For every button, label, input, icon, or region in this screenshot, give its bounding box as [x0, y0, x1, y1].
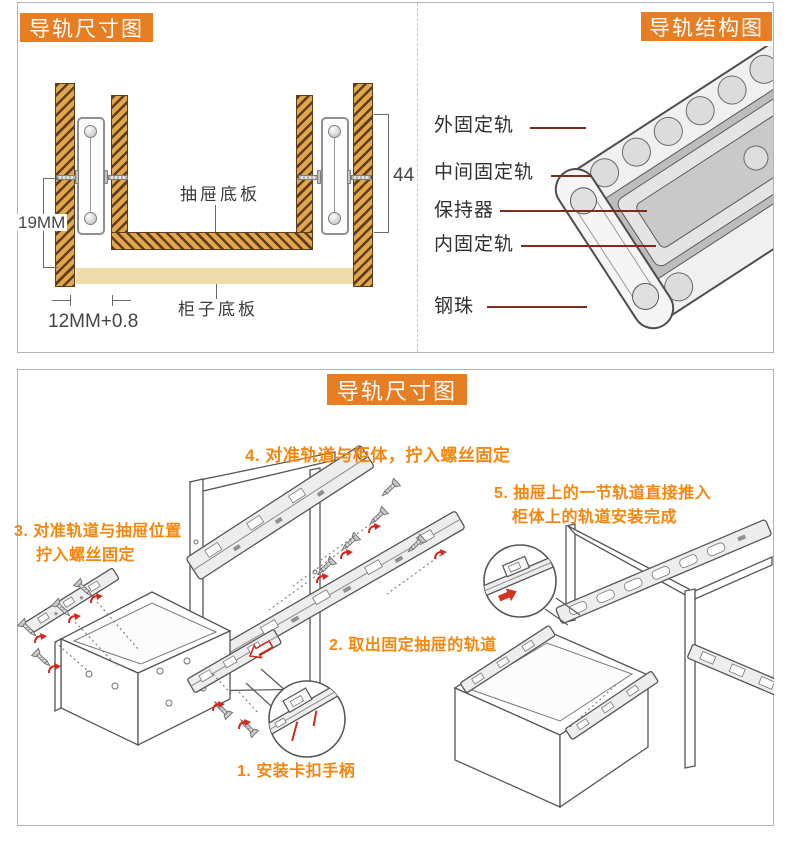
ball-left-top — [84, 125, 97, 138]
leader-middle-rail — [551, 175, 592, 177]
step-3-line1: 3. 对准轨道与抽屉位置 — [14, 523, 182, 540]
dim-line-44 — [388, 114, 389, 233]
screw-shaft — [56, 175, 76, 180]
dim-tick — [52, 300, 71, 301]
leader-retainer — [500, 210, 647, 212]
badge-structure-diagram: 导轨结构图 — [641, 12, 772, 41]
panel-divider — [417, 3, 418, 352]
slide-profile-line-right — [334, 128, 335, 224]
magnifier-clip-handle — [245, 668, 346, 758]
installation-illustration — [17, 445, 774, 809]
leader-outer-rail — [530, 127, 586, 129]
drawer-side-right — [296, 95, 313, 250]
dim-tick — [374, 114, 389, 115]
screw-head — [75, 170, 79, 184]
screw-shaft — [351, 175, 371, 180]
step-5-line1: 5. 抽屉上的一节轨道直接推入 — [494, 485, 712, 502]
rail-cabinet-right — [555, 519, 772, 624]
rail-structure-3d — [554, 46, 773, 330]
label-ball: 钢珠 — [433, 296, 476, 317]
leader-inner-rail — [521, 245, 656, 247]
dim-tick — [43, 178, 58, 179]
step-3-line2: 拧入螺丝固定 — [36, 547, 136, 564]
drawer-box-right — [453, 629, 650, 809]
step-4-text: 4. 对准轨道与柜体，拧入螺丝固定 — [245, 446, 511, 465]
cabinet-side-right — [353, 83, 373, 287]
screw-head — [104, 170, 108, 184]
rail-floating-left — [24, 567, 120, 634]
rail-far-right — [687, 643, 774, 700]
cabinet-side-left — [55, 83, 75, 287]
dim-tick — [112, 295, 113, 306]
dim-44: 44 — [391, 165, 417, 186]
pointer-line — [216, 284, 217, 299]
step-5-text: 5. 抽屉上的一节轨道直接推入 柜体上的轨道安装完成 — [494, 482, 711, 530]
drawer-box-left — [54, 591, 232, 747]
dim-19mm: 19MM — [16, 213, 68, 232]
rail-on-drawer-left — [460, 625, 556, 693]
rail-cabinet-left — [186, 445, 374, 580]
step-1-text: 1. 安装卡扣手柄 — [237, 763, 356, 780]
label-retainer: 保持器 — [433, 200, 496, 221]
cabinet-bottom-board — [76, 268, 372, 284]
step-2-text: 2. 取出固定抽屉的轨道 — [329, 637, 497, 654]
step-3-text: 3. 对准轨道与抽屉位置 拧入螺丝固定 — [14, 520, 182, 568]
leader-ball — [487, 306, 587, 308]
ball-right-top — [328, 125, 341, 138]
label-drawer-bottom: 抽屉底板 — [178, 185, 262, 204]
badge-installation-diagram: 导轨尺寸图 — [327, 374, 467, 405]
ball-left-bottom — [84, 212, 97, 225]
screw-head — [317, 170, 321, 184]
rail-on-drawer-right — [565, 670, 659, 740]
label-outer-rail: 外固定轨 — [433, 115, 516, 136]
dim-12mm: 12MM+0.8 — [46, 311, 141, 332]
label-middle-rail: 中间固定轨 — [433, 162, 536, 183]
step-5-line2: 柜体上的轨道安装完成 — [512, 509, 678, 526]
screw-shaft — [298, 175, 318, 180]
rail-sliding-out — [187, 629, 282, 693]
label-inner-rail: 内固定轨 — [433, 234, 516, 255]
dim-tick — [43, 267, 58, 268]
label-cabinet-bottom: 柜子底板 — [176, 300, 260, 319]
pull-out-arrow — [248, 639, 274, 659]
drawer-bottom-board — [111, 232, 313, 250]
slide-profile-line-left — [90, 128, 91, 224]
dim-tick — [70, 295, 71, 306]
screws-step3 — [17, 577, 140, 674]
drawer-side-left — [111, 95, 128, 250]
dim-tick — [374, 232, 389, 233]
screw-shaft — [108, 175, 128, 180]
badge-dimension-diagram: 导轨尺寸图 — [20, 13, 153, 42]
magnifier-push-in — [483, 544, 581, 626]
screw-head — [347, 170, 351, 184]
ball-right-bottom — [328, 212, 341, 225]
dim-tick — [112, 300, 131, 301]
pointer-line — [215, 205, 216, 232]
screws-step4 — [268, 477, 448, 611]
